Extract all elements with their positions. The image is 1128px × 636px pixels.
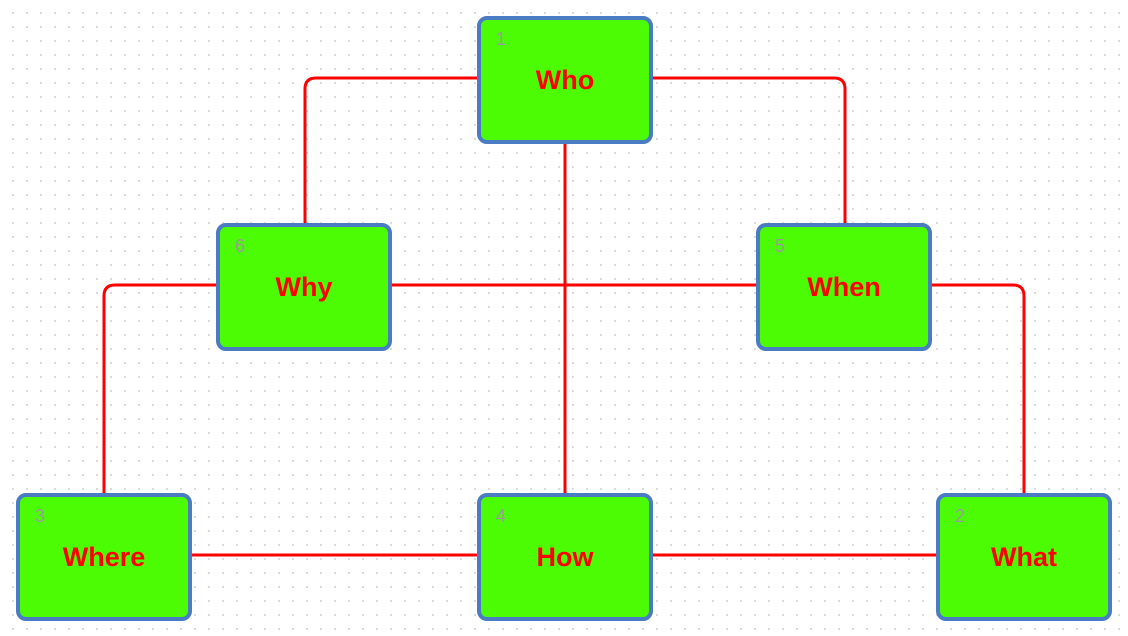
node-how[interactable]: 4 How — [477, 493, 653, 621]
node-when[interactable]: 5 When — [756, 223, 932, 351]
node-index: 2 — [955, 506, 966, 526]
node-index: 5 — [775, 236, 786, 256]
node-index: 4 — [496, 506, 507, 526]
node-label: Who — [535, 64, 595, 95]
node-what[interactable]: 2 What — [936, 493, 1112, 621]
connector-who-when — [653, 76, 847, 223]
node-label: Why — [275, 271, 333, 302]
node-why[interactable]: 6 Why — [216, 223, 392, 351]
node-index: 3 — [35, 506, 46, 526]
node-label: What — [991, 541, 1057, 572]
node-index: 6 — [235, 236, 246, 256]
node-label: How — [536, 541, 594, 572]
node-label: Where — [62, 541, 146, 572]
connector-when-what — [932, 283, 1026, 493]
connector-who-why — [303, 76, 477, 223]
node-who[interactable]: 1 Who — [477, 16, 653, 144]
node-label: When — [807, 271, 881, 302]
node-where[interactable]: 3 Where — [16, 493, 192, 621]
node-index: 1 — [496, 29, 507, 49]
connector-why-where — [102, 283, 216, 493]
